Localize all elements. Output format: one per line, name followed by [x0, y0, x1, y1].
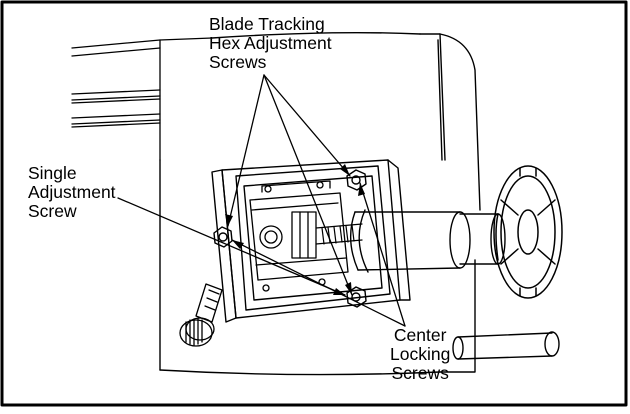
handwheel — [493, 165, 563, 299]
lock-handle — [452, 331, 560, 360]
tension-knob — [179, 283, 223, 347]
upper-arm — [71, 37, 213, 161]
figure-border — [0, 0, 628, 407]
center-locking-label: Center Locking Screws — [390, 325, 451, 383]
arrowheads — [225, 164, 365, 295]
leader-lines — [117, 74, 406, 327]
single-adjustment-label: Single Adjustment Screw — [28, 163, 116, 221]
blade-tracking-label: Blade Tracking Hex Adjustment Screws — [209, 14, 332, 72]
bracket-plate — [211, 159, 411, 323]
threaded-rod — [315, 223, 363, 245]
machine-column — [159, 31, 481, 376]
cylinder-housing — [350, 209, 506, 273]
inner-block — [249, 180, 349, 292]
